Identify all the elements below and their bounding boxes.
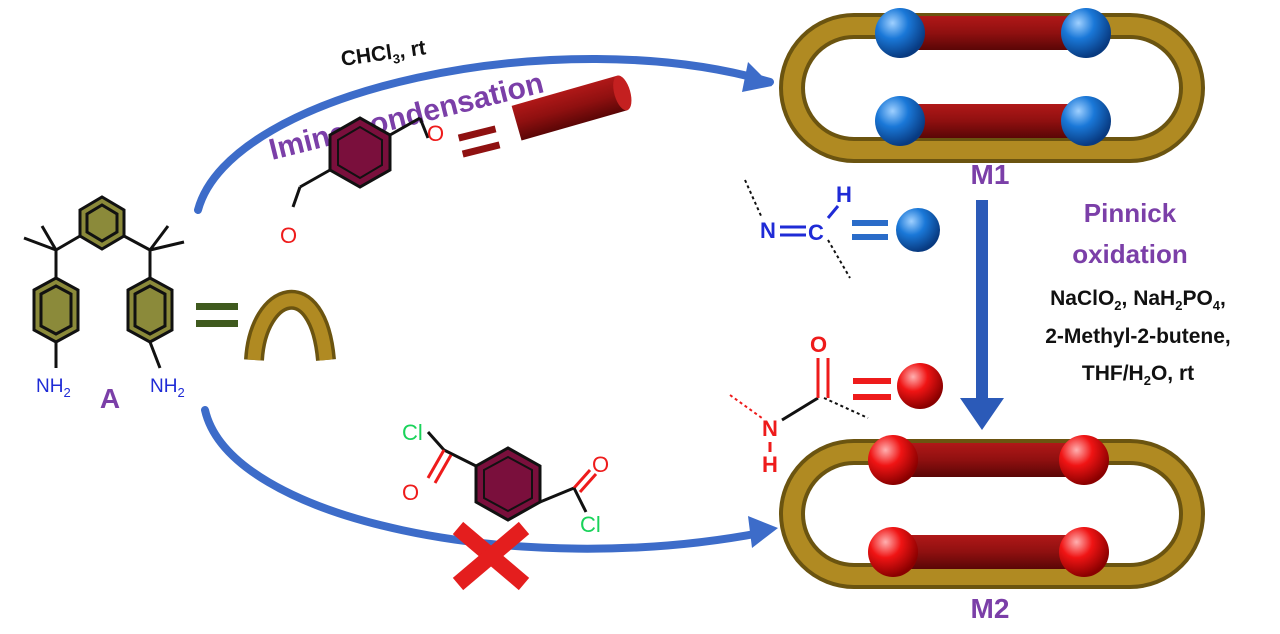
failed-route-cross-icon bbox=[452, 521, 530, 591]
m1-macrocycle bbox=[779, 8, 1205, 163]
pinnick-label-2: oxidation bbox=[1072, 239, 1188, 269]
conditions-top: CHCl3, rt bbox=[339, 36, 427, 74]
equals-blue-1 bbox=[852, 220, 888, 226]
reagents-line-3: THF/H2O, rt bbox=[1082, 362, 1194, 388]
m2-label: M2 bbox=[971, 593, 1010, 624]
equals-red-1 bbox=[457, 125, 497, 142]
imine-arrow-head bbox=[742, 62, 772, 92]
equals-red-2 bbox=[461, 141, 501, 158]
equals-green-1 bbox=[196, 303, 238, 310]
svg-text:N: N bbox=[760, 218, 776, 243]
terephthaloyl-chloride: Cl O O Cl bbox=[402, 420, 609, 537]
m2-macrocycle bbox=[779, 435, 1205, 589]
pinnick-arrow-head bbox=[960, 398, 1004, 430]
reagents-line-2: 2-Methyl-2-butene, bbox=[1045, 325, 1231, 348]
aldehyde-oxygen-1: O bbox=[427, 121, 444, 146]
svg-text:O: O bbox=[810, 332, 827, 357]
svg-text:N: N bbox=[762, 416, 778, 441]
aldehyde-oxygen-2: O bbox=[280, 223, 297, 248]
svg-text:H: H bbox=[836, 182, 852, 207]
equals-blue-2 bbox=[852, 234, 888, 240]
acylation-arrow-head bbox=[748, 516, 778, 548]
acyl-oxygen-1: O bbox=[402, 480, 419, 505]
nh2-right: NH2 bbox=[150, 376, 185, 400]
pinnick-label-1: Pinnick bbox=[1084, 198, 1177, 228]
imine-arrow bbox=[194, 54, 774, 214]
compound-a-label: A bbox=[100, 383, 120, 414]
chlorine-1: Cl bbox=[402, 420, 423, 445]
chlorine-2: Cl bbox=[580, 512, 601, 537]
terephthalaldehyde: O O bbox=[280, 116, 444, 248]
imine-fragment: N C H bbox=[744, 179, 852, 279]
equals-red-4 bbox=[853, 394, 891, 400]
acyl-oxygen-2: O bbox=[592, 452, 609, 477]
equals-green-2 bbox=[196, 320, 238, 327]
svg-text:C: C bbox=[808, 220, 824, 245]
m1-label: M1 bbox=[971, 159, 1010, 190]
dialdehyde-bar-icon bbox=[511, 75, 632, 141]
imine-node-icon bbox=[896, 208, 940, 252]
svg-text:H: H bbox=[762, 452, 778, 477]
equals-red-3 bbox=[853, 378, 891, 384]
reagents-line-1: NaClO2, NaH2PO4, bbox=[1050, 287, 1226, 313]
pinnick-arrow-shaft bbox=[976, 200, 988, 400]
nh2-left: NH2 bbox=[36, 376, 71, 400]
amide-fragment: N H O bbox=[729, 332, 869, 477]
acylation-arrow bbox=[201, 406, 769, 553]
compound-a bbox=[23, 195, 185, 369]
amide-node-icon bbox=[897, 363, 943, 409]
